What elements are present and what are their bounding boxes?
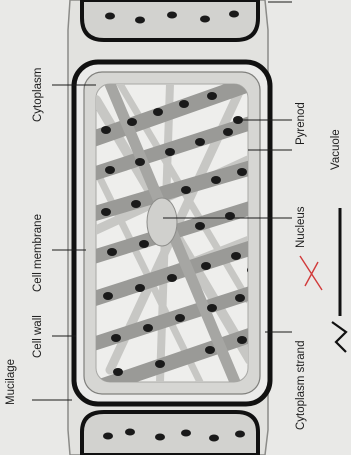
label-cytoplasm-strand: Cytoplasm strand: [296, 341, 308, 430]
adjacent-cell-bottom: [82, 412, 258, 455]
nucleus: [147, 198, 177, 246]
red-check-mark: [300, 256, 322, 290]
label-cytoplasm: Cytoplasm: [33, 68, 45, 122]
label-nucleus: Nucleus: [296, 206, 308, 248]
pen-underline-marks: [332, 208, 346, 352]
label-mucilage: Mucilage: [6, 359, 18, 405]
label-cell-wall: Cell wall: [33, 315, 45, 358]
adjacent-cell-top: [82, 0, 258, 40]
label-pyrenoid: Pyrenod: [296, 102, 308, 145]
label-vacuole: Vacuole: [331, 129, 343, 170]
label-cell-membrane: Cell membrane: [33, 214, 45, 292]
